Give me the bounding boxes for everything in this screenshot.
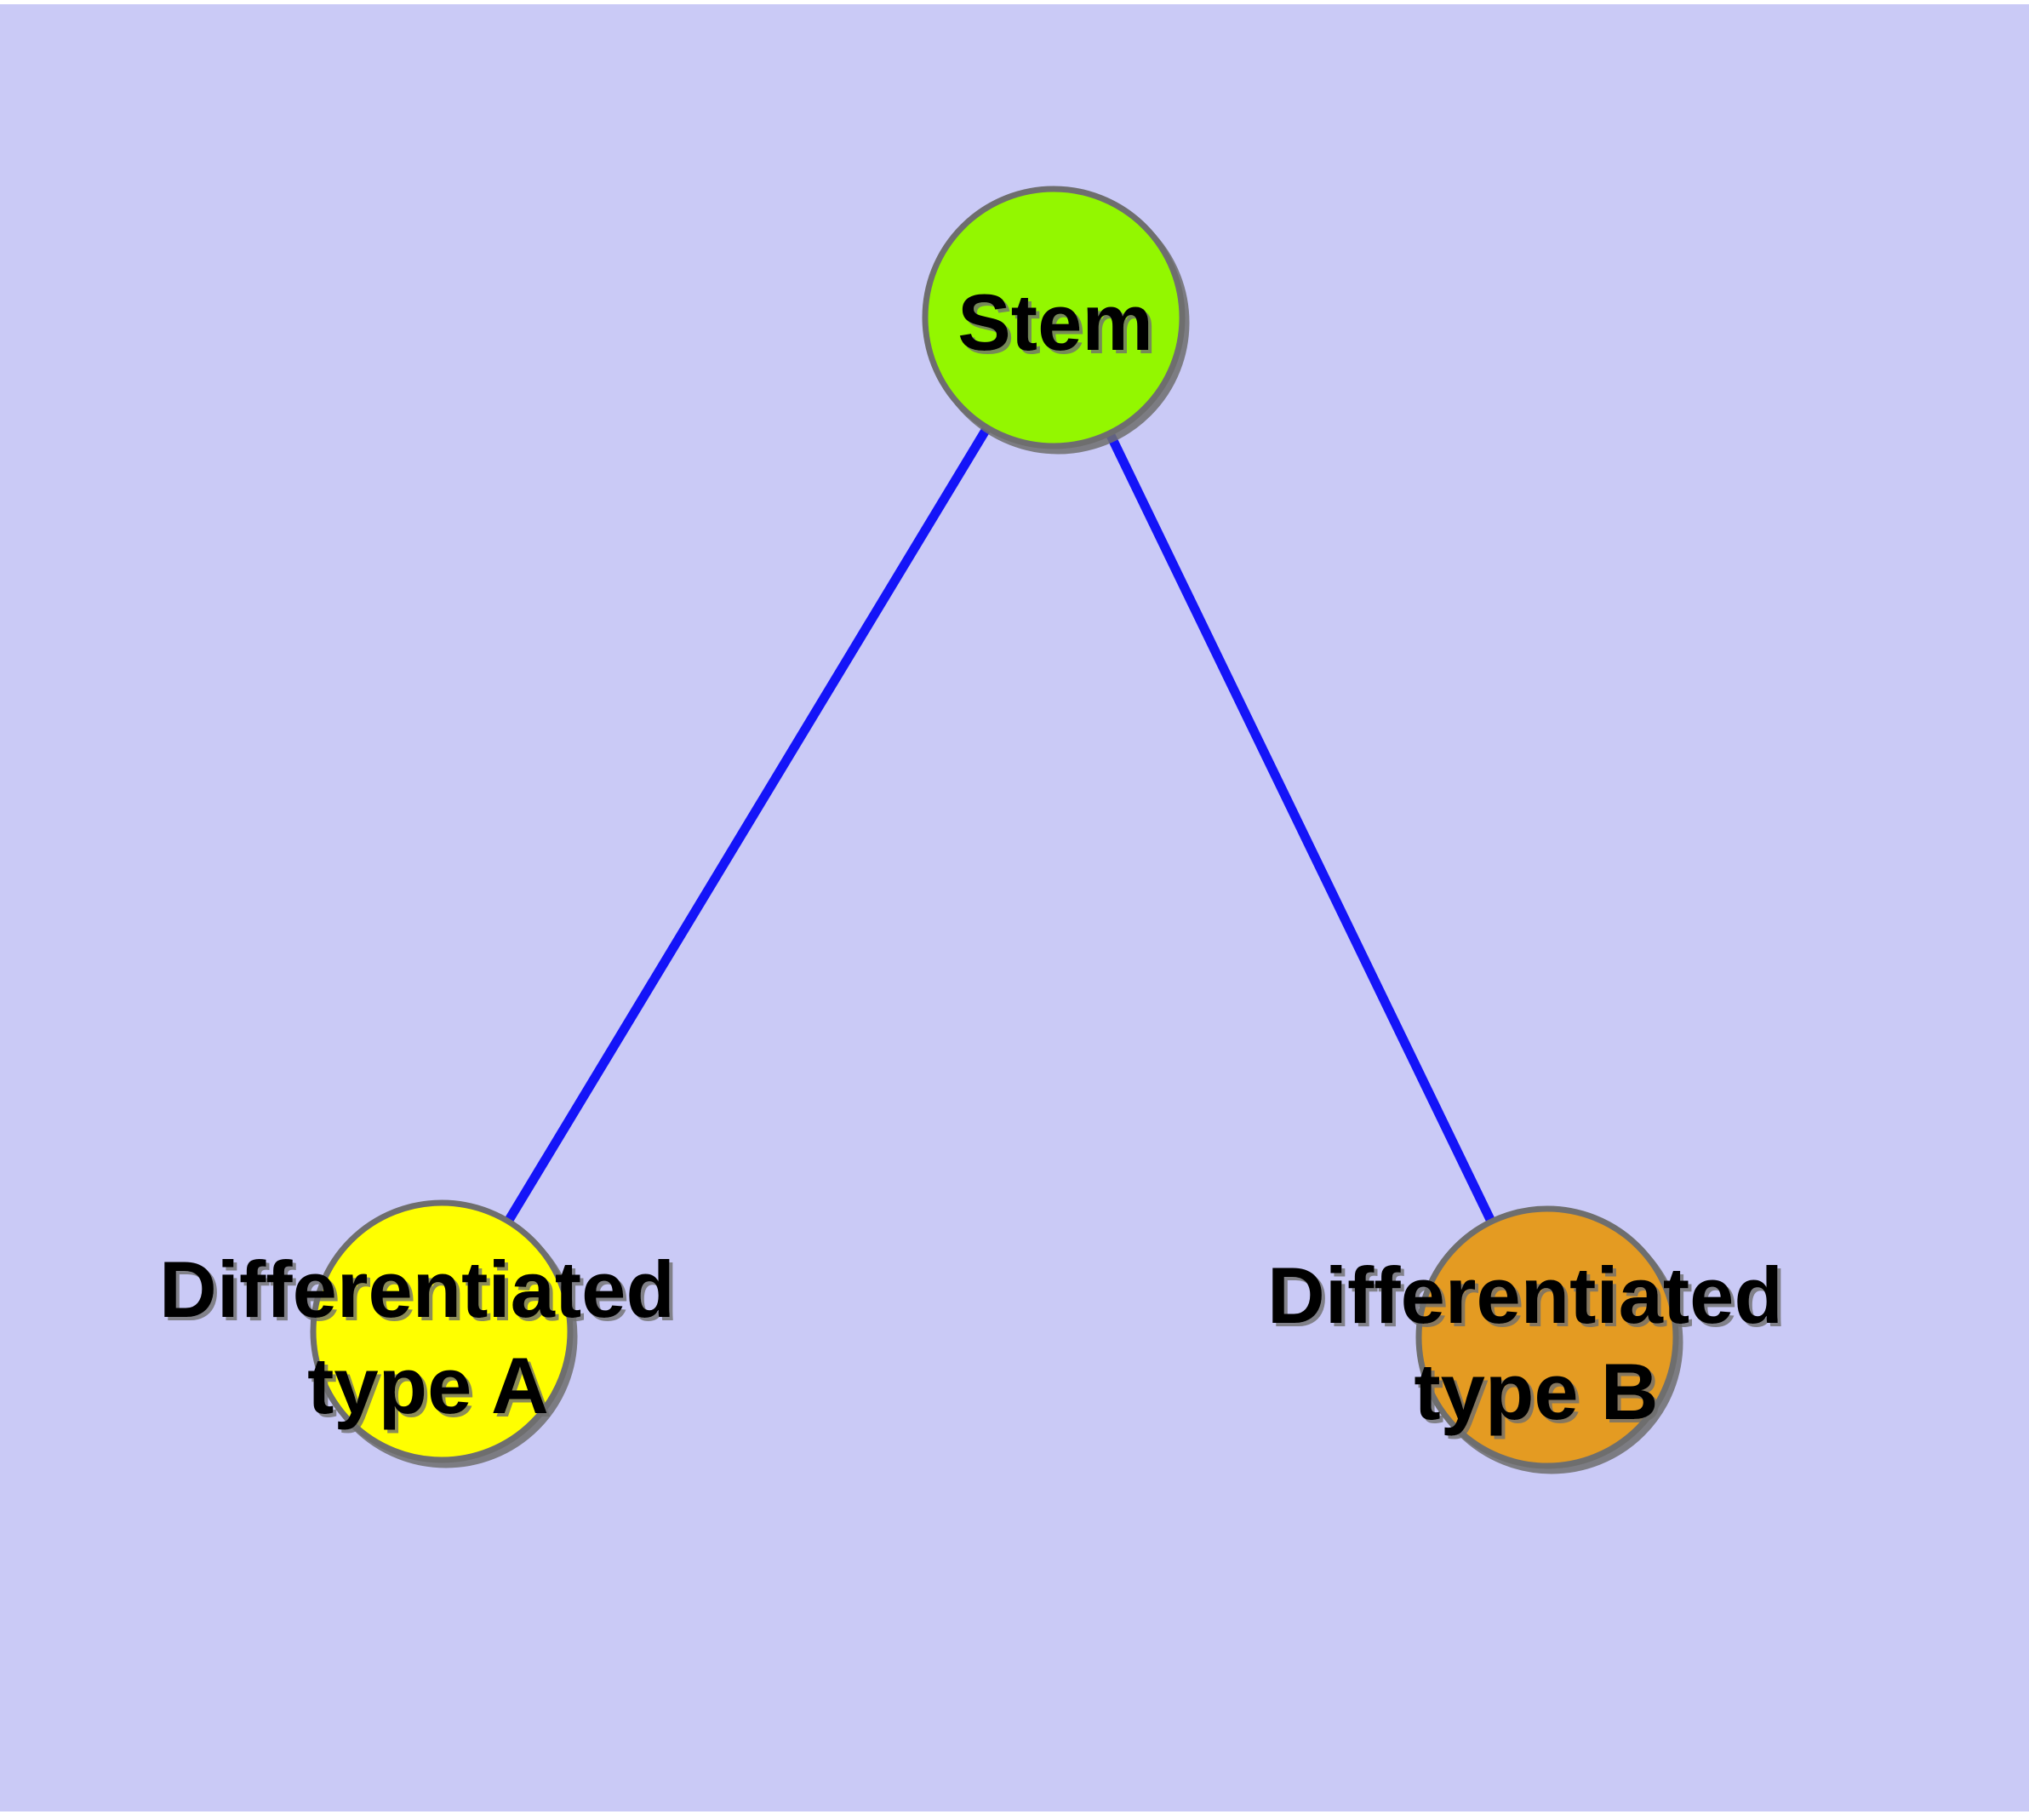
node-type-b-label-line2: type B [1414,1347,1658,1436]
node-type-a-label-line1: Differentiated [159,1245,675,1334]
node-stem: Stem [922,186,1186,449]
node-type-a-label: Differentiated type A [159,1245,697,1430]
edge-stem-to-type-b [1049,315,1552,1340]
node-differentiated-type-b: Differentiated type B [1267,1205,1805,1469]
node-type-b-label-line1: Differentiated [1267,1251,1783,1340]
node-differentiated-type-a: Differentiated type A [159,1199,697,1463]
node-stem-circle [922,186,1186,449]
node-type-a-circle [310,1199,574,1463]
node-type-b-circle [1415,1205,1679,1469]
node-type-a-label-line2: type A [307,1341,549,1430]
node-type-b-label: Differentiated type B [1267,1251,1805,1436]
edge-stem-to-type-a [437,315,1058,1334]
node-stem-label: Stem [957,278,1153,367]
